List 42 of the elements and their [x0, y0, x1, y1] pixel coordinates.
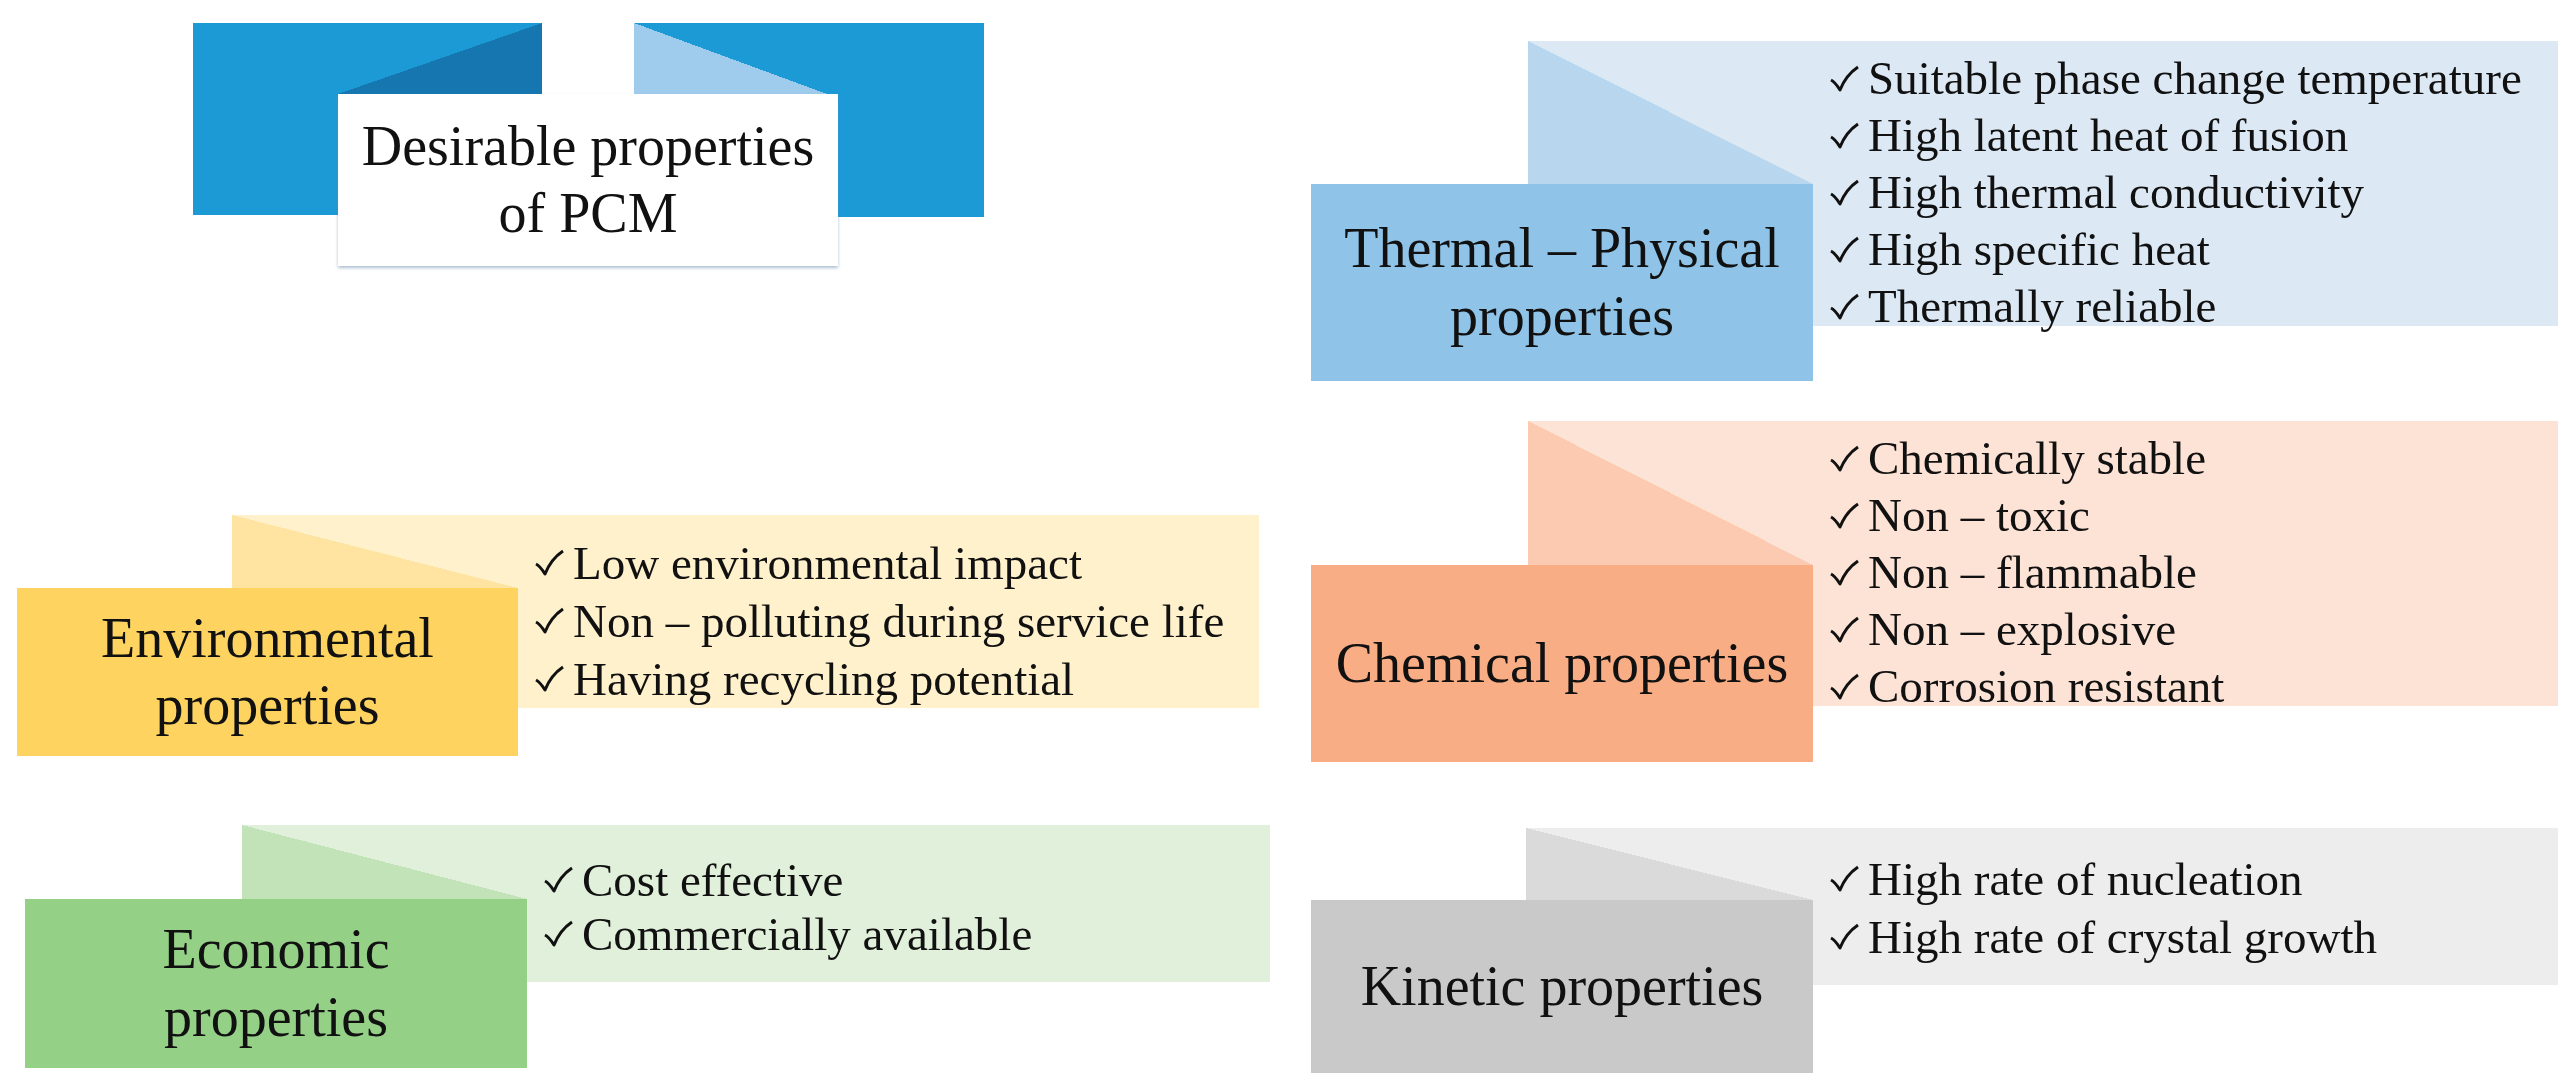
property-item: High rate of crystal growth: [1868, 910, 2377, 965]
property-item: Low environmental impact: [573, 536, 1082, 591]
fold-flap: [242, 825, 527, 899]
property-item: High latent heat of fusion: [1868, 108, 2349, 163]
fold-flap: [1528, 421, 1813, 565]
property-item: Suitable phase change temperature: [1868, 51, 2522, 106]
property-item: Non – flammable: [1868, 545, 2197, 600]
property-panel: [527, 825, 1270, 982]
property-item: Having recycling potential: [573, 652, 1075, 707]
category-box: [1311, 565, 1813, 762]
category-label: Chemical properties: [1335, 630, 1789, 696]
property-panel: [1813, 421, 2558, 706]
property-item: Chemically stable: [1868, 431, 2207, 486]
title-box: [338, 94, 838, 266]
category-box: [1311, 900, 1813, 1073]
property-item: Thermally reliable: [1868, 279, 2217, 334]
property-item: High thermal conductivity: [1868, 165, 2364, 220]
category-box: [25, 899, 527, 1068]
category-label: Economic properties: [161, 917, 391, 1050]
property-item: High rate of nucleation: [1868, 852, 2303, 907]
banner-panel: [838, 23, 984, 217]
banner-panel: [193, 23, 338, 215]
category-label: Thermal – Physical properties: [1343, 216, 1781, 349]
category-box: [1311, 184, 1813, 381]
property-item: Non – explosive: [1868, 602, 2177, 657]
property-panel: [518, 515, 1259, 708]
title-text: Desirable properties of PCM: [360, 113, 816, 246]
fold-flap: [634, 23, 838, 94]
category-label: Environmental properties: [100, 605, 435, 738]
property-item: Cost effective: [582, 853, 844, 907]
fold-flap: [232, 515, 518, 588]
fold-flap: [338, 23, 542, 94]
property-item: Corrosion resistant: [1868, 659, 2225, 714]
fold-flap: [1528, 41, 1813, 184]
property-item: Non – toxic: [1868, 488, 2090, 543]
property-item: High specific heat: [1868, 222, 2210, 277]
property-panel: [1813, 828, 2558, 985]
property-item: Non – polluting during service life: [573, 594, 1225, 649]
category-box: [17, 588, 518, 756]
property-item: Commercially available: [582, 907, 1033, 961]
fold-flap: [1526, 828, 1813, 900]
category-label: Kinetic properties: [1360, 953, 1764, 1019]
